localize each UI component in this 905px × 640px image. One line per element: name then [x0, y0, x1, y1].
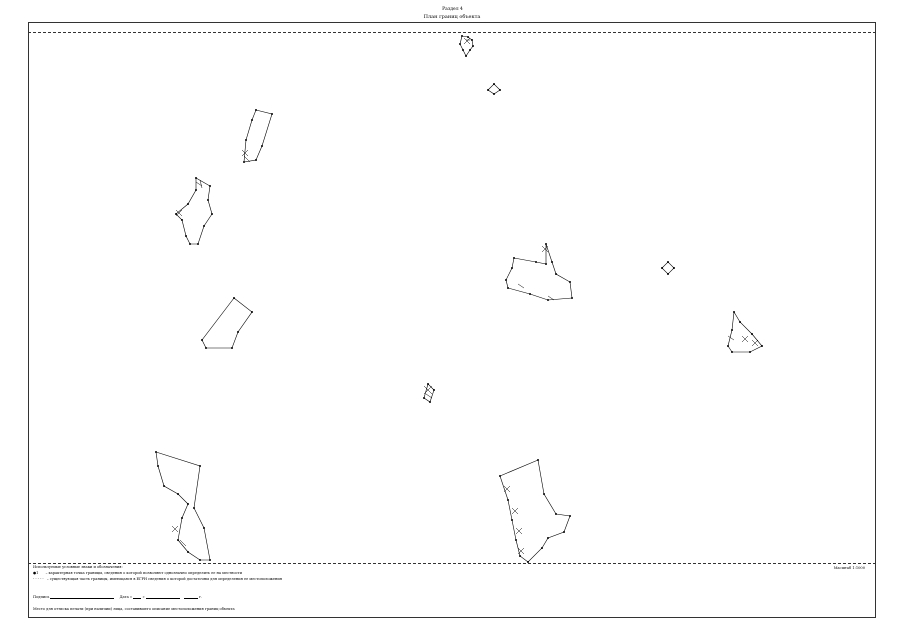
legend-line-row: - - - - - – существующая часть границы, …	[33, 577, 282, 582]
parcel-outline	[487, 83, 501, 95]
date-label: Дата «	[119, 595, 133, 599]
line-description: – существующая часть границы, имеющаяся …	[46, 577, 283, 581]
parcel-outline	[423, 383, 435, 403]
date-day-line[interactable]	[133, 594, 142, 599]
signature-label: Подпись	[33, 595, 50, 599]
year-suffix: г.	[199, 595, 203, 599]
line-symbol: - - - - -	[33, 577, 44, 581]
boundary-points	[155, 35, 763, 563]
parcel-outline	[459, 35, 474, 57]
parcel-outline	[727, 311, 763, 353]
parcel-outline	[155, 451, 211, 561]
signature-line[interactable]	[50, 594, 115, 599]
map-scale: Масштаб 1:1000	[833, 566, 865, 570]
plan-frame	[28, 22, 876, 618]
parcel-outline	[175, 177, 213, 245]
title-divider	[28, 32, 876, 33]
signature-row: Подпись Дата « » г.	[33, 594, 202, 599]
legend-point-row: ●1 – характерная точка границы, сведения…	[33, 571, 242, 576]
point-symbol: ●1	[33, 571, 39, 575]
parcel-outline	[201, 297, 253, 349]
parcel-outline	[661, 261, 675, 275]
point-description: – характерная точка границы, сведения о …	[45, 571, 243, 575]
sheet-title: Раздел 4	[442, 7, 463, 12]
parcel-outline	[499, 459, 571, 563]
parcel-outline	[243, 109, 273, 163]
legend-heading: Используемые условные знаки и обозначени…	[33, 565, 123, 569]
legend-divider	[28, 563, 876, 564]
date-year-line[interactable]	[183, 594, 198, 599]
date-quote: »	[142, 595, 145, 599]
parcel-outline	[505, 243, 573, 301]
date-month-line[interactable]	[145, 594, 180, 599]
parcel-boundaries	[155, 35, 763, 563]
plan-title: План границ объекта	[423, 14, 481, 20]
point-clusters	[171, 37, 759, 555]
stamp-note: Место для оттиска печати (при наличии) л…	[33, 607, 235, 611]
